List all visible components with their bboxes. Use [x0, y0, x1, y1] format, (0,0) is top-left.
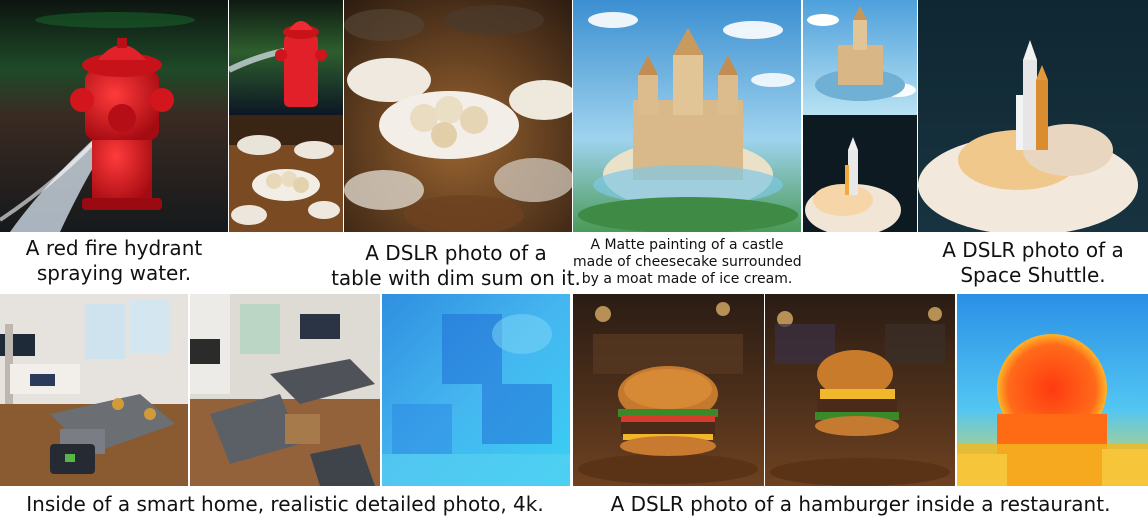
caption-hydrant: A red fire hydrant spraying water.	[0, 236, 228, 286]
castle-small-image	[803, 0, 917, 115]
hydrant-small-image	[229, 0, 343, 115]
hydrant-main-image	[0, 0, 228, 232]
smarthome-depth-image	[382, 294, 570, 486]
dimsum-small-image	[229, 115, 343, 232]
caption-hydrant-line-1: A red fire hydrant	[25, 236, 203, 260]
smarthome-view-2-image	[190, 294, 380, 486]
hamburger-depth-image	[957, 294, 1148, 486]
hamburger-view-2-image	[765, 294, 955, 486]
caption-hydrant-line-2: spraying water.	[36, 261, 192, 285]
shuttle-small-image	[803, 115, 917, 232]
caption-smarthome: Inside of a smart home, realistic detail…	[26, 492, 544, 516]
caption-dimsum: A DSLR photo of a table with dim sum on …	[318, 241, 594, 291]
caption-castle-line-3: by a moat made of ice cream.	[581, 271, 793, 287]
caption-hamburger: A DSLR photo of a hamburger inside a res…	[610, 492, 1111, 516]
caption-shuttle-line-2: Space Shuttle.	[960, 263, 1106, 287]
caption-shuttle-line-1: A DSLR photo of a	[942, 238, 1124, 262]
dimsum-main-image	[344, 0, 572, 232]
shuttle-main-image	[918, 0, 1148, 232]
caption-dimsum-line-1: A DSLR photo of a	[365, 241, 547, 265]
caption-shuttle: A DSLR photo of a Space Shuttle.	[918, 238, 1148, 288]
caption-castle-line-2: made of cheesecake surrounded	[573, 254, 802, 270]
caption-dimsum-line-2: table with dim sum on it.	[331, 266, 581, 290]
caption-castle: A Matte painting of a castle made of che…	[573, 237, 802, 288]
smarthome-view-1-image	[0, 294, 188, 486]
caption-castle-line-1: A Matte painting of a castle	[590, 237, 784, 253]
hamburger-view-1-image	[573, 294, 764, 486]
castle-main-image	[573, 0, 801, 232]
